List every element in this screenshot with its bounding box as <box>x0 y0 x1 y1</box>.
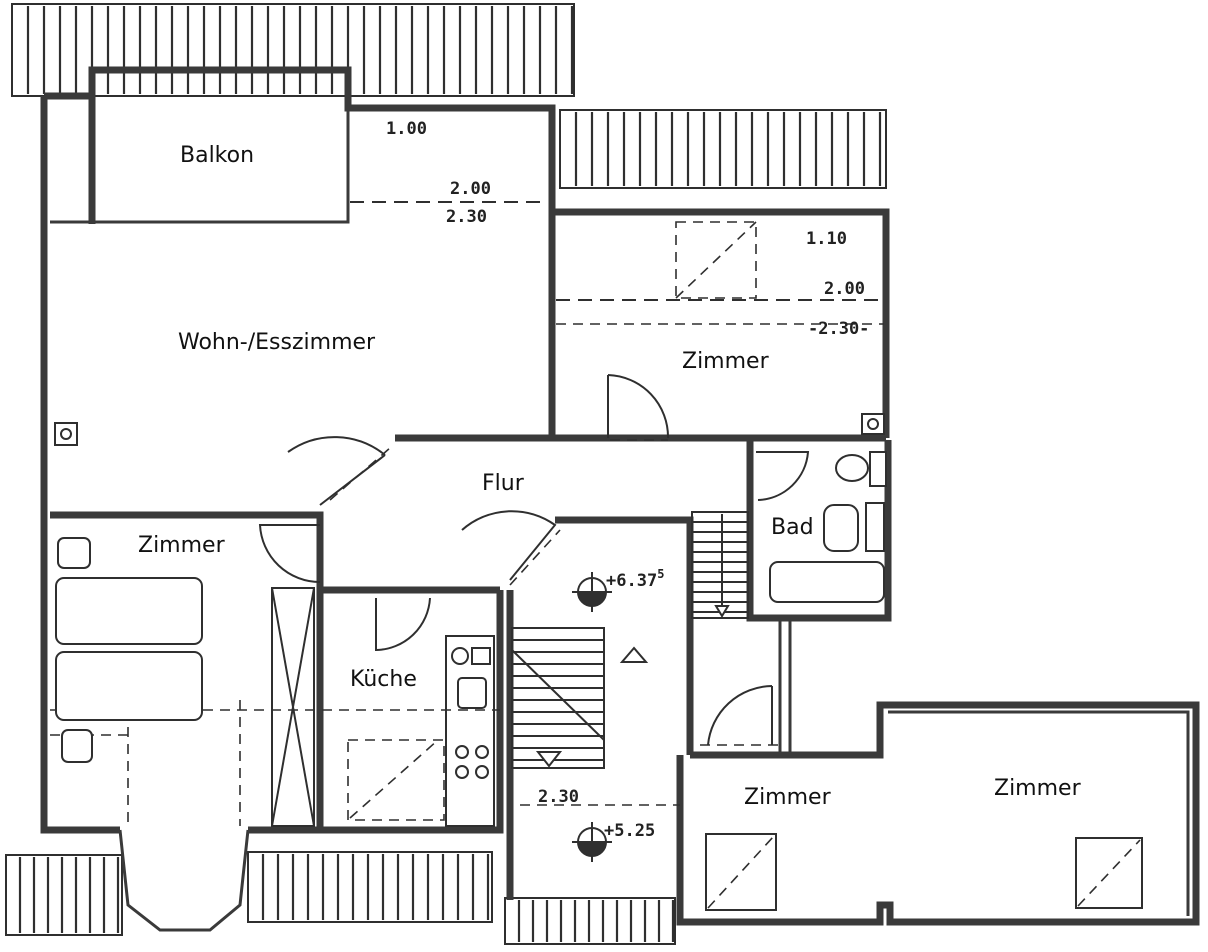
chimney-fixtures <box>54 413 885 446</box>
level-label-upper: +6.375 <box>606 567 664 591</box>
level-marker-upper <box>572 572 612 612</box>
level-label-lower: +5.25 <box>604 821 655 841</box>
door-swing-icon <box>707 685 773 746</box>
room-label-bad: Bad <box>771 515 814 540</box>
skylight-icon <box>705 833 777 911</box>
skylight-icon <box>1075 837 1143 909</box>
level-value-upper-sup: 5 <box>657 567 664 581</box>
roof-hatching-bottom-left <box>5 854 123 936</box>
staircase <box>511 511 749 769</box>
dimension-label: 1.00 <box>386 119 427 139</box>
room-label-zimmer-left: Zimmer <box>138 533 226 558</box>
skylight-icon <box>675 221 757 299</box>
stair-arrow-down-icon <box>714 605 730 618</box>
door-swing-icon <box>287 436 386 506</box>
skylights <box>675 221 1143 911</box>
level-value-lower: 5.25 <box>614 821 655 841</box>
room-label-zimmer-right: Zimmer <box>994 776 1082 801</box>
stair-arrow-up-icon <box>619 646 649 663</box>
room-label-flur: Flur <box>482 471 525 496</box>
roof-hatching-top-left <box>11 3 575 97</box>
door-swing-icon <box>756 451 810 501</box>
room-label-zimmer-lower: Zimmer <box>744 785 832 810</box>
room-label-kueche: Küche <box>350 667 417 692</box>
door-swing-icon <box>607 374 670 439</box>
dimension-label: 2.00 <box>450 179 491 199</box>
dimension-label: -2.30- <box>808 319 869 339</box>
bed-fixtures <box>55 537 203 763</box>
room-label-wohn-esszimmer: Wohn-/Esszimmer <box>178 330 376 355</box>
room-label-balkon: Balkon <box>180 143 254 168</box>
roof-hatching-top-right <box>559 109 887 189</box>
kitchen-fixtures <box>347 635 495 827</box>
door-swing-icon <box>461 510 557 581</box>
level-value-upper: 6.37 <box>616 571 657 591</box>
bath-fixtures <box>769 451 887 603</box>
walls <box>40 66 1200 932</box>
dimension-label: 2.00 <box>824 279 865 299</box>
dimension-label: 2.30 <box>446 207 487 227</box>
doors <box>258 374 810 746</box>
door-swing-icon <box>258 524 321 584</box>
dimension-label: 1.10 <box>806 229 847 249</box>
stair-arrow-down-icon <box>535 751 563 768</box>
door-swing-icon <box>375 597 431 652</box>
roof-hatching-bottom-middle <box>247 851 493 923</box>
dimension-label: 2.30 <box>538 787 579 807</box>
level-marker-lower <box>572 822 612 862</box>
room-label-zimmer-upper-right: Zimmer <box>682 349 770 374</box>
roof-hatching-bottom-stair <box>504 897 676 945</box>
